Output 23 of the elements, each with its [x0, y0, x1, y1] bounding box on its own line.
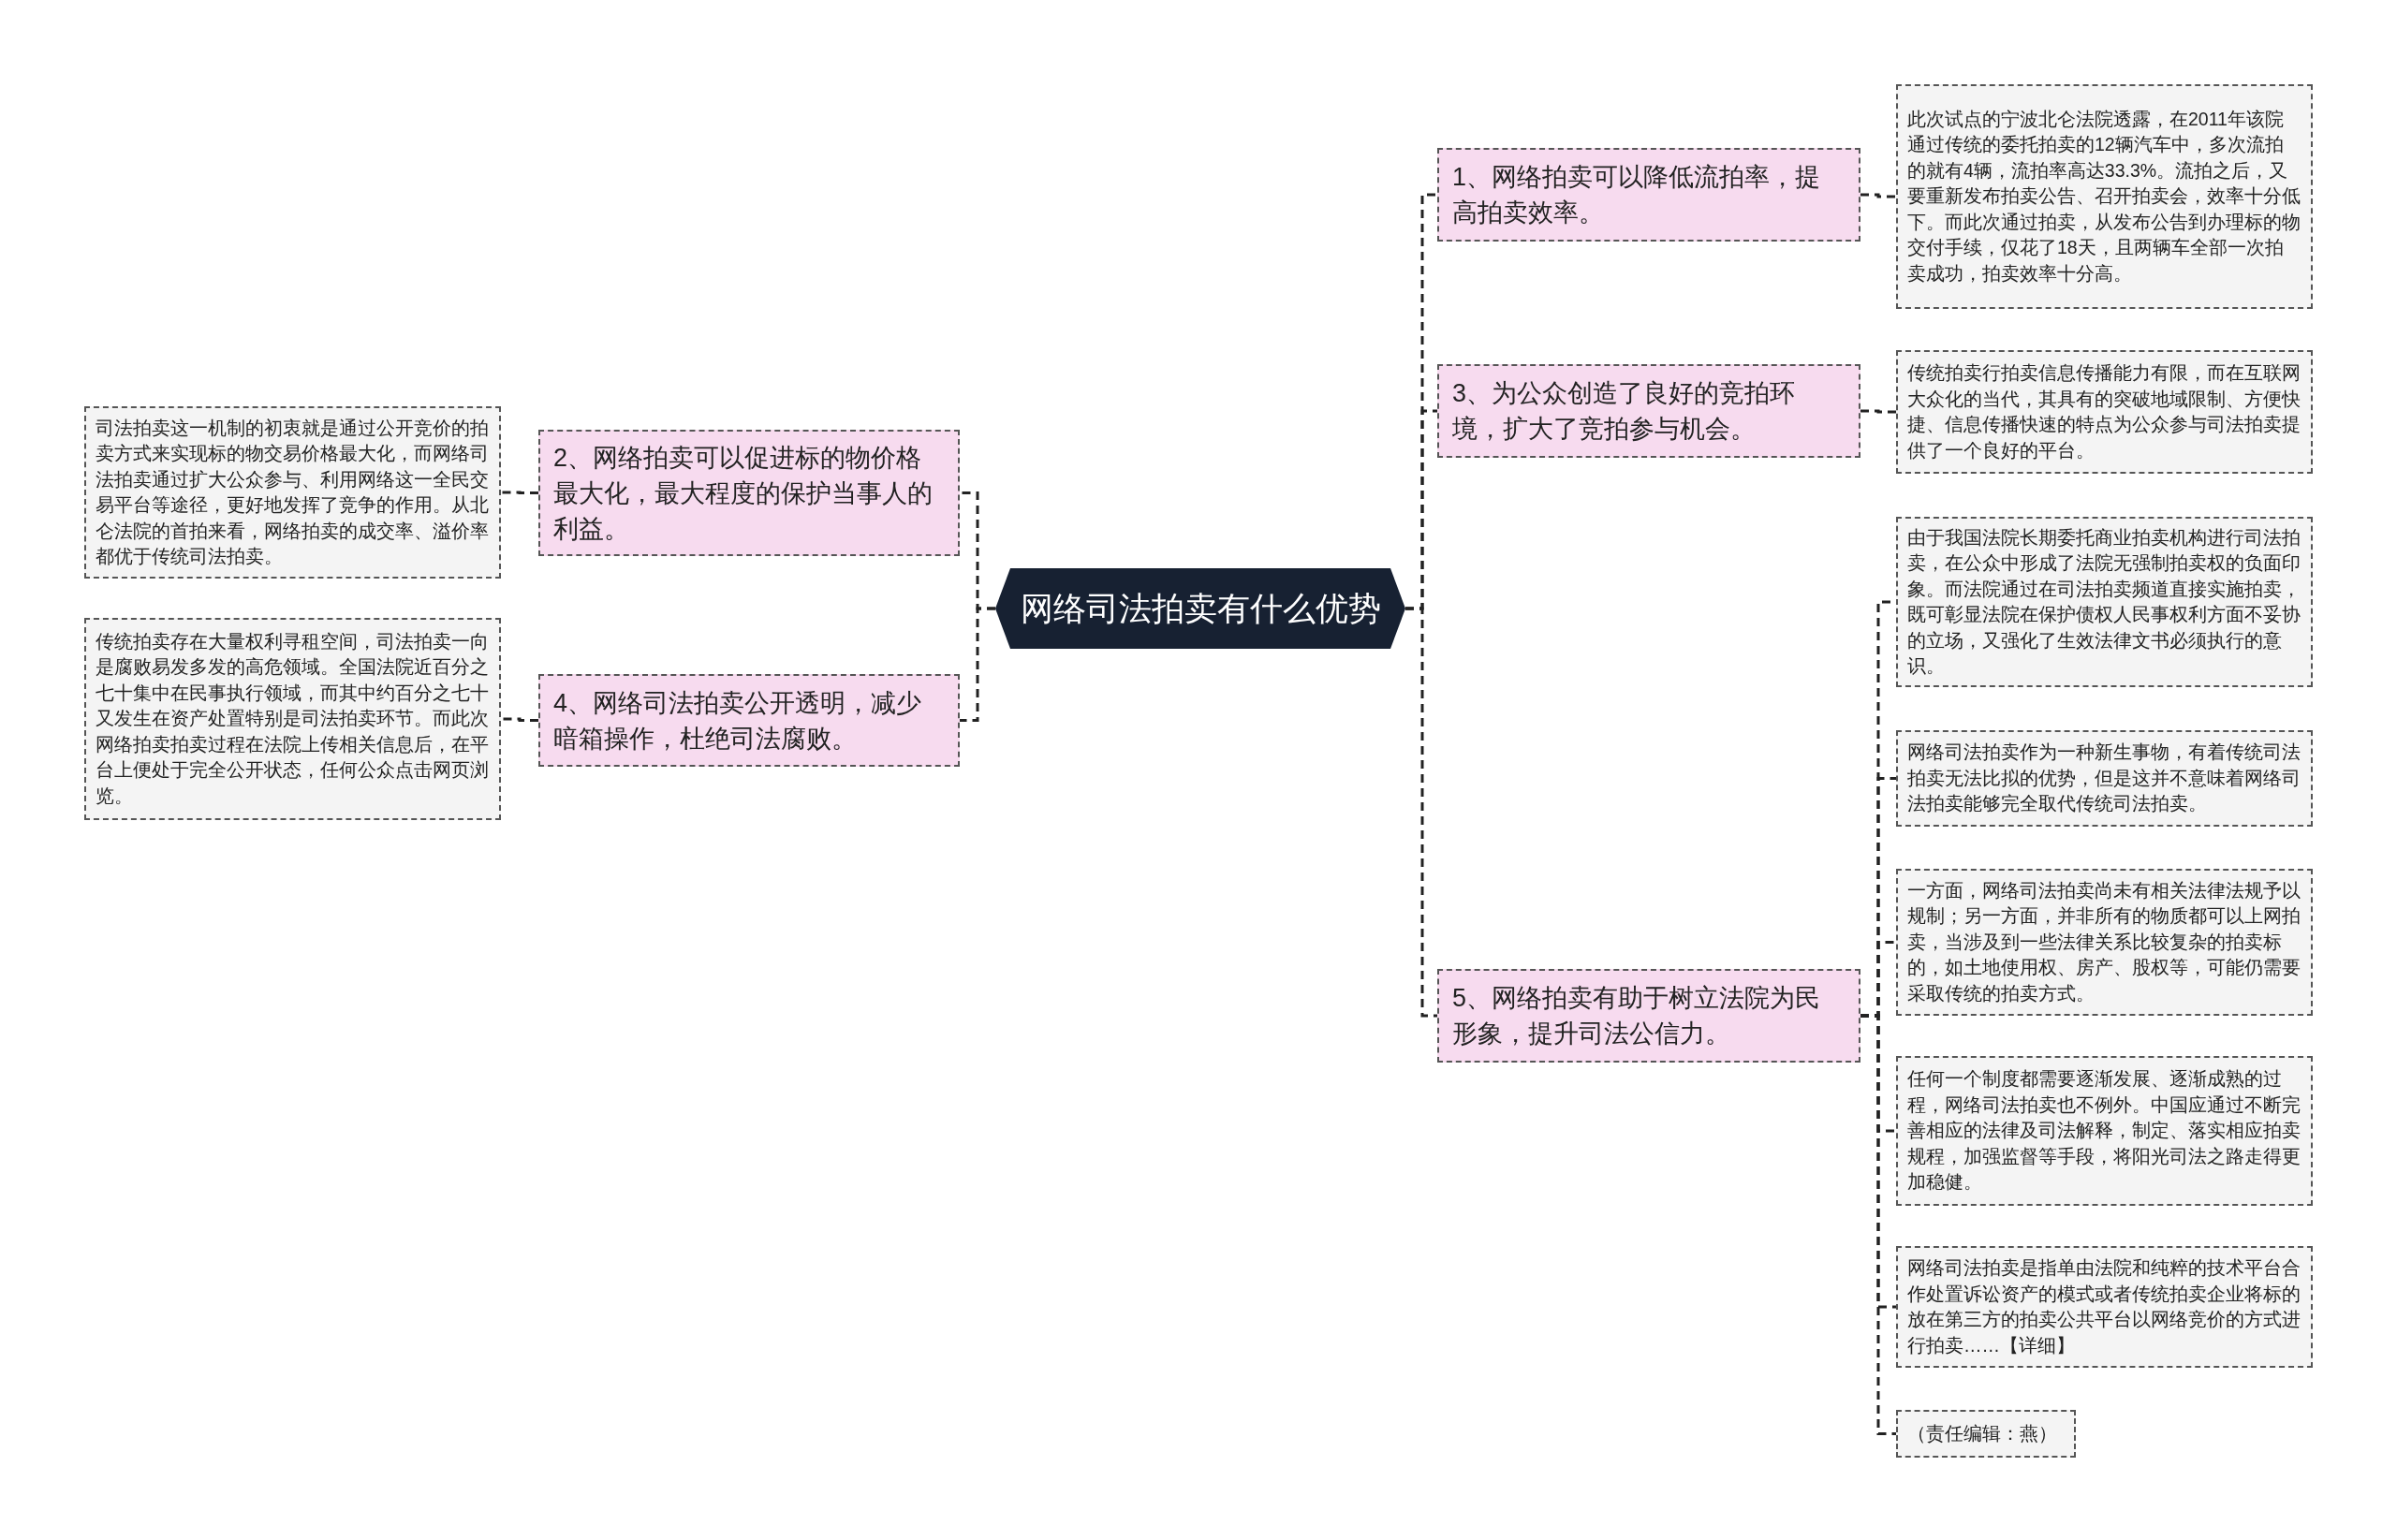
connector	[501, 717, 538, 722]
branch-box: 4、网络司法拍卖公开透明，减少暗箱操作，杜绝司法腐败。	[538, 674, 960, 767]
note-box: 一方面，网络司法拍卖尚未有相关法律法规予以规制；另一方面，并非所有的物质都可以上网拍卖，当涉及到一些法律关系比较复杂的拍卖标的，如土地使用权、房产、股权等，可能仍需要采取传统的拍卖方式。	[1896, 869, 2313, 1016]
connector	[1405, 607, 1437, 1018]
branch-box: 2、网络拍卖可以促进标的物价格最大化，最大程度的保护当事人的利益。	[538, 430, 960, 556]
note-box: 传统拍卖存在大量权利寻租空间，司法拍卖一向是腐败易发多发的高危领域。全国法院近百分之七十集中在民事执行领域，而其中约百分之七十又发生在资产处置特别是司法拍卖环节。而此次网络拍卖拍卖过程在法院上传相关信息后，在平台上便处于完全公开状态，任何公众点击网页浏览。	[84, 618, 501, 820]
note-box: 传统拍卖行拍卖信息传播能力有限，而在互联网大众化的当代，其具有的突破地域限制、方便快捷、信息传播快速的特点为公众参与司法拍卖提供了一个良好的平台。	[1896, 350, 2313, 474]
note-box: 网络司法拍卖是指单由法院和纯粹的技术平台合作处置诉讼资产的模式或者传统拍卖企业将标的放在第三方的拍卖公共平台以网络竞价的方式进行拍卖……【详细】	[1896, 1246, 2313, 1368]
connector	[501, 491, 538, 494]
connector	[1860, 193, 1896, 198]
branch-box: 1、网络拍卖可以降低流拍率，提高拍卖效率。	[1437, 148, 1860, 242]
branch-box: 5、网络拍卖有助于树立法院为民形象，提升司法公信力。	[1437, 969, 1860, 1063]
note-box: 此次试点的宁波北仑法院透露，在2011年该院通过传统的委托拍卖的12辆汽车中，多次流拍的就有4辆，流拍率高达33.3%。流拍之后，又要重新发布拍卖公告、召开拍卖会，效率十分低下。而此次通过拍卖，从发布公告到办理标的物交付手续，仅花了18天，且两辆车全部一次拍卖成功，拍卖效率十分高。	[1896, 84, 2313, 309]
note-box: （责任编辑：燕）	[1896, 1410, 2076, 1458]
branch-box: 3、为公众创造了良好的竞拍环境，扩大了竞拍参与机会。	[1437, 364, 1860, 458]
note-box: 任何一个制度都需要逐渐发展、逐渐成熟的过程，网络司法拍卖也不例外。中国应通过不断完善相应的法律及司法解释，制定、落实相应拍卖规程，加强监督等手段，将阳光司法之路走得更加稳健。	[1896, 1056, 2313, 1206]
connector	[1860, 409, 1896, 414]
note-box: 网络司法拍卖作为一种新生事物，有着传统司法拍卖无法比拟的优势，但是这并不意味着网络司法拍卖能够完全取代传统司法拍卖。	[1896, 730, 2313, 827]
topic-hexagon: 网络司法拍卖有什么优势	[995, 568, 1405, 649]
note-box: 由于我国法院长期委托商业拍卖机构进行司法拍卖，在公众中形成了法院无强制拍卖权的负面印象。而法院通过在司法拍卖频道直接实施拍卖，既可彰显法院在保护债权人民事权利方面不妥协的立场，又强化了生效法律文书必须执行的意识。	[1896, 517, 2313, 687]
note-box: 司法拍卖这一机制的初衷就是通过公开竞价的拍卖方式来实现标的物交易价格最大化，而网络司法拍卖通过扩大公众参与、利用网络这一全民交易平台等途径，更好地发挥了竞争的作用。从北仑法院的首拍来看，网络拍卖的成交率、溢价率都优于传统司法拍卖。	[84, 406, 501, 579]
connector	[1860, 1014, 1896, 1435]
connector	[960, 607, 995, 722]
